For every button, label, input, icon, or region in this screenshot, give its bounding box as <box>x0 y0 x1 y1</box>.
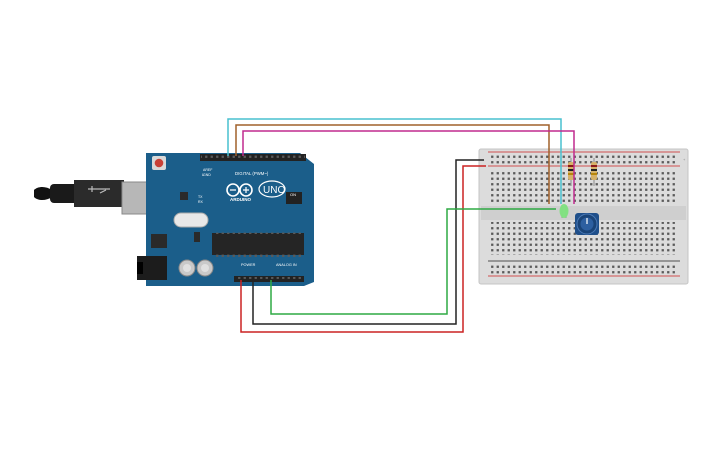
aref-label: AREF <box>203 168 212 172</box>
gnd-label: GND <box>203 173 211 177</box>
on-label: ON <box>290 192 296 197</box>
analog-label: ANALOG IN <box>276 263 297 267</box>
resistor-1[interactable] <box>568 158 574 186</box>
wires[interactable] <box>227 118 575 333</box>
usb-cable[interactable] <box>34 180 124 207</box>
wire-magenta[interactable] <box>242 130 575 204</box>
potentiometer[interactable] <box>575 213 599 235</box>
atmega-chip <box>212 233 304 255</box>
arduino-board[interactable]: DIGITAL (PWM~) AREF GND ARDUINO UNO ON T… <box>137 153 314 286</box>
arduino-logo-icon <box>226 183 253 197</box>
digital-label: DIGITAL (PWM~) <box>235 171 269 176</box>
power-label: POWER <box>241 263 256 267</box>
wire-black[interactable] <box>252 159 484 325</box>
wire-red[interactable] <box>240 165 486 333</box>
wire-green[interactable] <box>270 208 556 315</box>
resistor-2[interactable] <box>591 158 597 186</box>
wire-brown[interactable] <box>235 124 550 204</box>
wire-cyan[interactable] <box>227 118 562 204</box>
rx-label: RX <box>198 200 204 204</box>
l-label: L <box>202 173 204 177</box>
led[interactable] <box>559 204 569 218</box>
tx-label: TX <box>198 195 203 199</box>
brand-label: ARDUINO <box>230 197 251 202</box>
board-name: UNO <box>263 185 285 196</box>
rail-plus-label: + <box>683 157 686 162</box>
